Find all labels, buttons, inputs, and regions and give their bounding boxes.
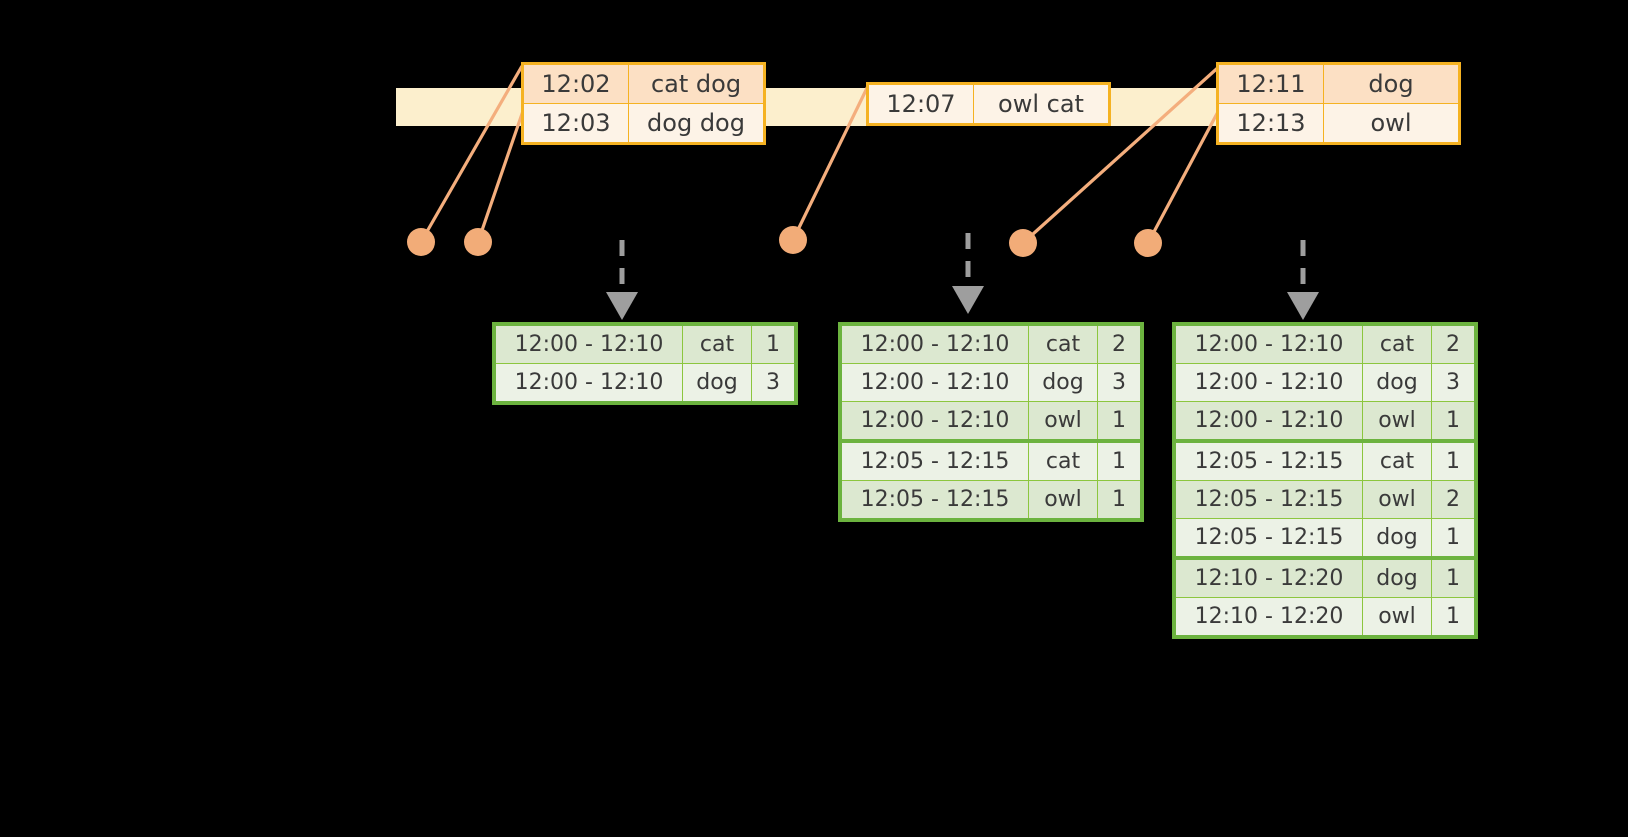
connector-lines [419,62,1224,245]
event-time: 12:13 [1217,103,1324,144]
event-row: 12:03 dog dog [522,103,765,144]
result-window: 12:10 - 12:20 [1173,557,1363,598]
result-window: 12:05 - 12:15 [839,440,1029,481]
result-window: 12:00 - 12:10 [839,323,1029,364]
result-word: owl [1362,480,1432,519]
emit-arrow-1-head [606,292,638,320]
result-word: owl [1028,401,1098,443]
result-count: 3 [1431,363,1477,402]
result-count: 1 [1431,401,1477,443]
result-word: dog [682,363,752,405]
result-word: dog [1362,363,1432,402]
connector-line-1 [419,65,524,243]
result-word: cat [1362,440,1432,481]
result-count: 2 [1431,323,1477,364]
connector-line-2 [476,107,526,243]
event-dot-4 [1009,229,1037,257]
event-text: owl cat [973,83,1110,125]
result-word: dog [1362,518,1432,560]
event-dot-1 [407,228,435,256]
event-row: 12:11 dog [1217,63,1460,104]
result-count: 1 [1431,557,1477,598]
result-window: 12:00 - 12:10 [839,363,1029,402]
event-row: 12:02 cat dog [522,63,765,104]
event-text: cat dog [628,63,765,104]
result-count: 1 [1097,401,1143,443]
result-count: 1 [1431,597,1477,639]
event-group-1: 12:02 cat dog 12:03 dog dog [521,62,766,145]
result-window: 12:00 - 12:10 [493,363,683,405]
result-count: 1 [1097,480,1143,522]
connector-line-5 [1146,107,1222,244]
connector-line-4 [1021,62,1224,245]
result-word: dog [1028,363,1098,402]
result-window: 12:05 - 12:15 [1173,480,1363,519]
result-word: owl [1362,597,1432,639]
event-text: dog [1323,63,1460,104]
event-text: owl [1323,103,1460,144]
event-dot-3 [779,226,807,254]
result-count: 3 [751,363,797,405]
result-word: owl [1028,480,1098,522]
result-window: 12:00 - 12:10 [1173,363,1363,402]
result-count: 1 [1097,440,1143,481]
emit-arrows [619,233,1306,296]
event-group-3: 12:11 dog 12:13 owl [1216,62,1461,145]
result-window: 12:00 - 12:10 [493,323,683,364]
result-count: 2 [1431,480,1477,519]
event-time: 12:11 [1217,63,1324,104]
result-word: owl [1362,401,1432,443]
event-dot-5 [1134,229,1162,257]
result-window: 12:05 - 12:15 [839,480,1029,522]
event-row: 12:13 owl [1217,103,1460,144]
result-window: 12:00 - 12:10 [1173,323,1363,364]
event-row: 12:07 owl cat [867,83,1110,125]
result-count: 1 [1431,518,1477,560]
event-time: 12:03 [522,103,629,144]
result-window: 12:00 - 12:10 [839,401,1029,443]
result-count: 3 [1097,363,1143,402]
event-group-2: 12:07 owl cat [866,82,1111,126]
emit-arrow-3-head [1287,292,1319,320]
result-count: 1 [751,323,797,364]
result-count: 1 [1431,440,1477,481]
event-dots [407,226,1162,257]
result-count: 2 [1097,323,1143,364]
result-word: cat [1362,323,1432,364]
emit-arrow-2-head [952,286,984,314]
event-time: 12:07 [867,83,974,125]
result-window: 12:10 - 12:20 [1173,597,1363,639]
result-window: 12:05 - 12:15 [1173,518,1363,560]
result-word: cat [1028,323,1098,364]
event-dot-2 [464,228,492,256]
result-word: dog [1362,557,1432,598]
event-time: 12:02 [522,63,629,104]
result-window: 12:05 - 12:15 [1173,440,1363,481]
connector-line-3 [791,85,870,241]
event-text: dog dog [628,103,765,144]
emit-arrow-heads [606,286,1319,320]
result-word: cat [682,323,752,364]
result-word: cat [1028,440,1098,481]
result-window: 12:00 - 12:10 [1173,401,1363,443]
